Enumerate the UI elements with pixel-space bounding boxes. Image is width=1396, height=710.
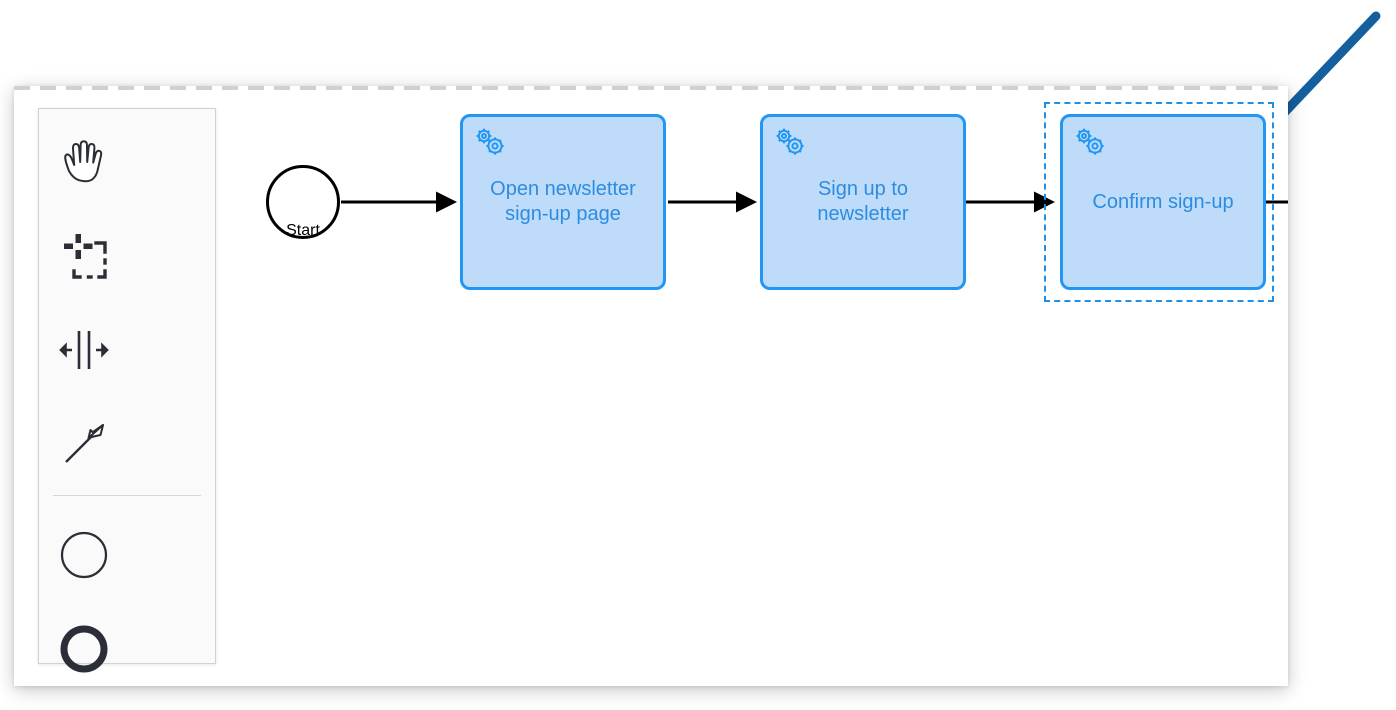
task-open-newsletter-signup-page[interactable]: Open newsletter sign-up page	[460, 114, 666, 290]
sequence-flows-layer	[341, 191, 1288, 213]
hand-icon	[55, 133, 113, 191]
canvas-top-dashed-edge	[14, 86, 1288, 90]
selection-outline	[1044, 102, 1274, 302]
start-event-node[interactable]	[266, 165, 340, 239]
task-label: Confirm sign-up	[1092, 190, 1234, 213]
circle-thin-icon	[57, 528, 111, 582]
palette-item-end-event[interactable]	[39, 602, 128, 686]
palette-separator	[53, 495, 201, 496]
connect-arrow-icon	[55, 415, 113, 473]
task-sign-up-to-newsletter[interactable]: Sign up to newsletter	[760, 114, 966, 290]
service-task-gears-icon	[1069, 123, 1113, 172]
palette-item-lasso-tool[interactable]	[39, 209, 128, 303]
task-label: Sign up to newsletter	[817, 178, 909, 225]
palette-group-elements	[39, 502, 215, 686]
bpmn-palette[interactable]	[38, 108, 216, 673]
circle-thick-icon	[57, 622, 111, 676]
service-task-gears-icon	[469, 123, 513, 172]
space-tool-icon	[55, 321, 113, 379]
palette-item-global-connect-tool[interactable]	[39, 397, 128, 491]
diagram-canvas[interactable]: Start	[14, 90, 1288, 686]
palette-item-space-tool[interactable]	[39, 303, 128, 397]
task-confirm-sign-up[interactable]: Confirm sign-up	[1060, 114, 1266, 290]
start-event-label: Start	[286, 222, 320, 239]
palette-item-start-event[interactable]	[39, 508, 128, 602]
lasso-icon	[55, 227, 113, 285]
service-task-gears-icon	[769, 123, 813, 172]
task-label: Open newsletter sign-up page	[490, 178, 636, 225]
palette-group-tools	[39, 109, 215, 491]
palette-item-hand-tool[interactable]	[39, 115, 128, 209]
bpmn-modeler-window: Start	[14, 86, 1288, 686]
